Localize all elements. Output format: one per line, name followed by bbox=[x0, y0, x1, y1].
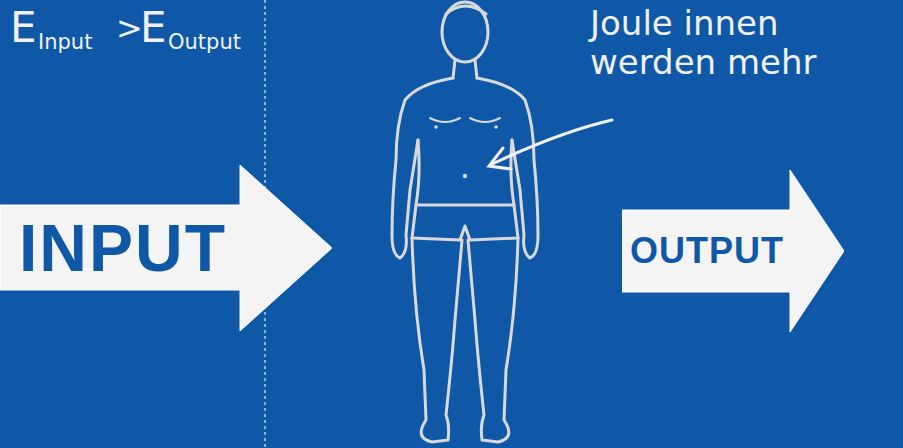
formula-symbol: E bbox=[10, 4, 37, 52]
arrow-fill bbox=[0, 165, 332, 331]
torso bbox=[416, 140, 514, 205]
nipple bbox=[494, 125, 498, 129]
formula-subscript: Input bbox=[38, 30, 92, 54]
leader-head bbox=[489, 148, 511, 169]
arrow-shape: INPUT bbox=[0, 165, 332, 331]
leader-line bbox=[490, 120, 612, 165]
human-figure bbox=[392, 2, 538, 442]
leader-arrow bbox=[489, 120, 612, 169]
formula-subscript: Output bbox=[168, 30, 241, 54]
arrow-label: INPUT bbox=[6, 205, 240, 290]
right-arm bbox=[477, 78, 538, 258]
formula-operator: > bbox=[116, 10, 143, 47]
left-leg bbox=[412, 238, 462, 442]
shorts bbox=[412, 205, 518, 240]
hair bbox=[446, 6, 486, 14]
navel bbox=[463, 174, 467, 178]
head bbox=[442, 2, 488, 62]
formula-symbol: E bbox=[140, 4, 167, 52]
neck bbox=[453, 60, 477, 78]
left-arm bbox=[392, 78, 453, 258]
chest bbox=[430, 118, 500, 122]
arrow-shape: OUTPUT bbox=[622, 170, 844, 332]
right-leg bbox=[468, 238, 518, 442]
callout-note: Joule innen werden mehr bbox=[590, 4, 890, 82]
arrow-fill bbox=[622, 170, 844, 332]
nipple bbox=[434, 125, 438, 129]
arrow-label: OUTPUT bbox=[624, 210, 790, 292]
